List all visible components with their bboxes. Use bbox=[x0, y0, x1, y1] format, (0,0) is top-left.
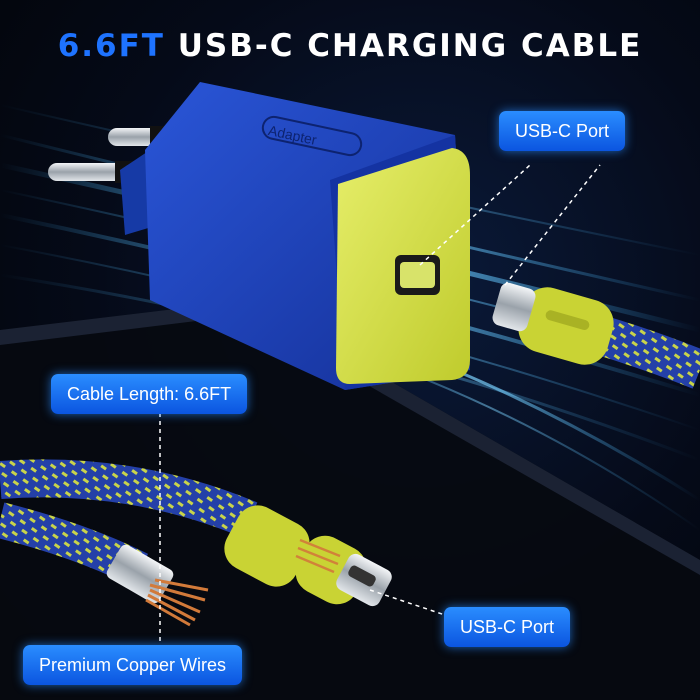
page-title: 6.6FT USB-C CHARGING CABLE bbox=[0, 28, 700, 64]
platform-edge bbox=[0, 300, 700, 575]
leader-lines bbox=[159, 164, 601, 650]
callout-cable-length: Cable Length: 6.6FT bbox=[51, 374, 248, 414]
copper-wires bbox=[145, 578, 209, 627]
callout-copper-wires: Premium Copper Wires bbox=[23, 645, 243, 685]
callout-usbc-port-bottom: USB-C Port bbox=[444, 607, 571, 647]
callout-usbc-port-top: USB-C Port bbox=[499, 111, 626, 151]
cable-top bbox=[492, 282, 700, 389]
title-length: 6.6FT bbox=[57, 28, 165, 64]
charger-adapter bbox=[120, 82, 470, 390]
title-product: USB-C CHARGING CABLE bbox=[177, 28, 643, 64]
